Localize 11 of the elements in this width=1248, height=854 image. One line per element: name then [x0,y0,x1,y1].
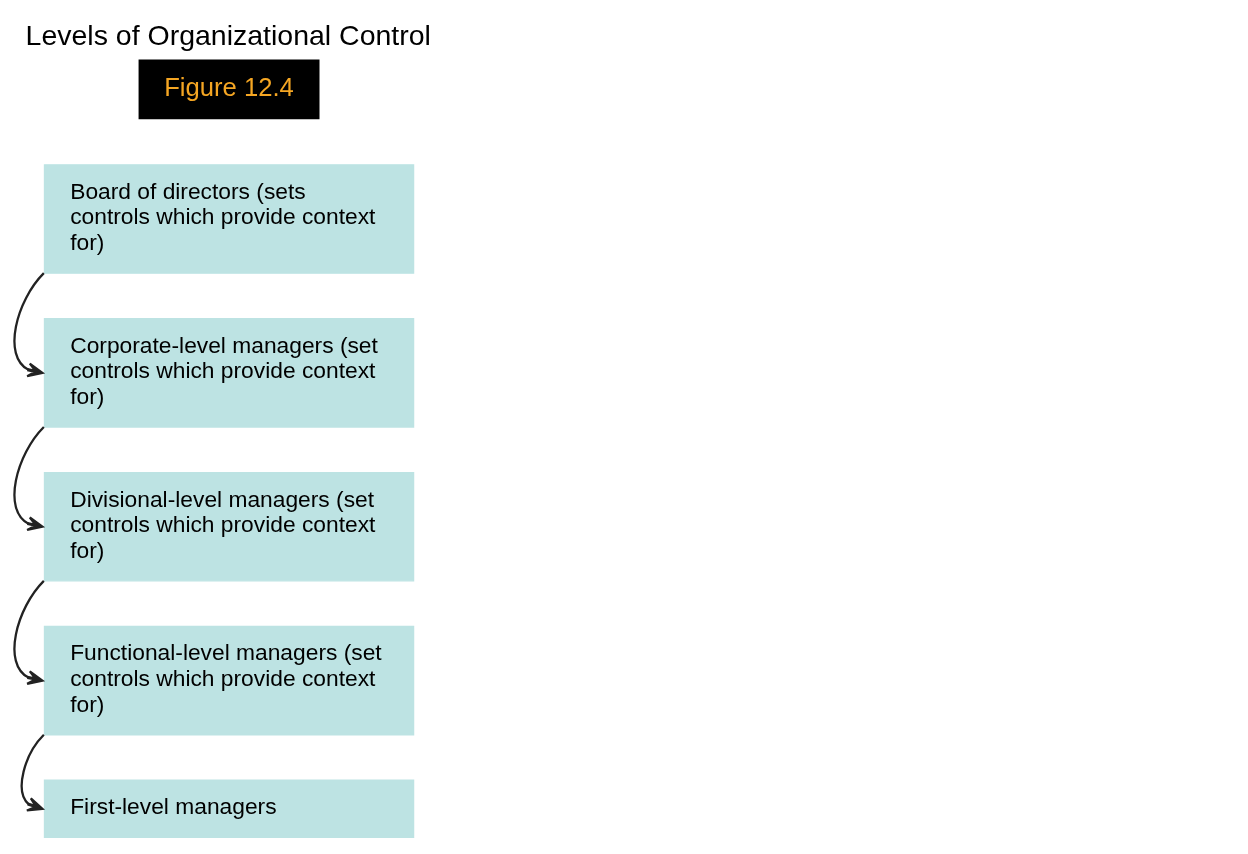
arrow [13,580,45,685]
node-box: First-level managers [43,779,415,838]
label: Figure 12.4 [164,72,294,101]
arrow [13,272,45,378]
node-box: Functional-level managers (set controls which provide context for) [43,625,415,736]
node-box: Corporate-level managers (set controls which provide context for) [43,318,415,428]
arrow [13,426,45,532]
node-box: Divisional-level managers (set controls which provide context for) [43,471,415,582]
arrow [20,733,45,812]
diagram-title: Levels of Organizational Control [25,19,431,52]
node-box: Board of directors (sets controls which provide context for) [43,164,415,274]
